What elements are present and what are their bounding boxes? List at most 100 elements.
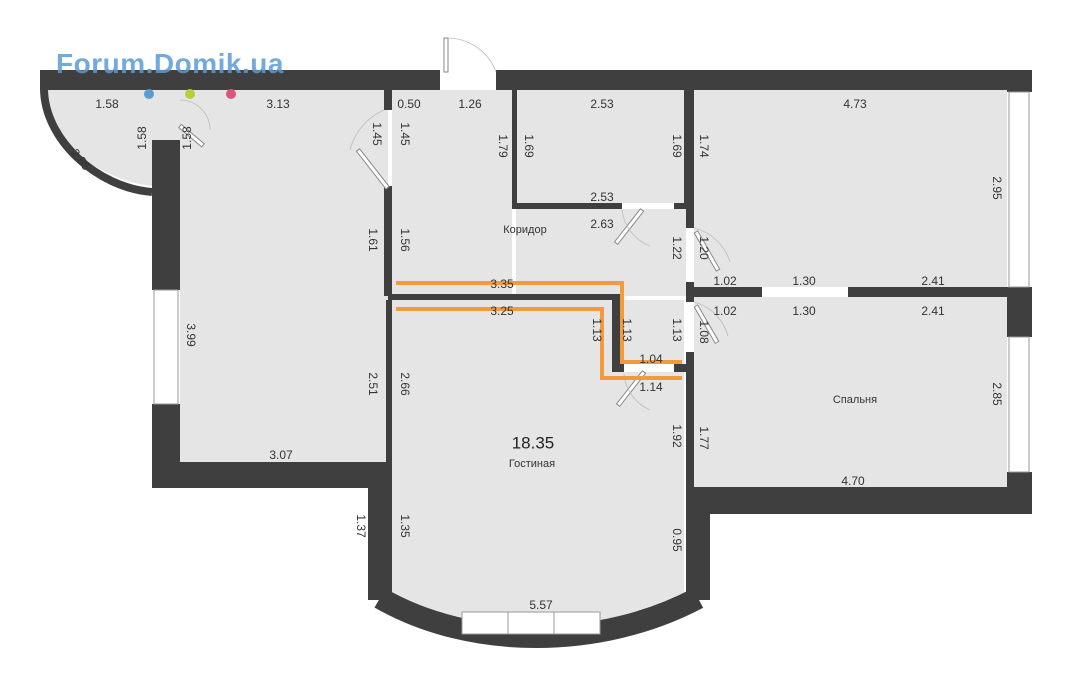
dimension-route-vert-b: 1.13 xyxy=(620,318,634,342)
route-lower xyxy=(396,307,682,380)
top-wall-right xyxy=(496,70,1032,90)
left-room-floor xyxy=(180,90,388,462)
dimension-bedroom-left: 1.77 xyxy=(697,426,711,450)
living-room-floor xyxy=(392,300,684,624)
dimension-corridor-bottom: 2.63 xyxy=(590,217,614,231)
dimension-entry-left-a: 1.45 xyxy=(370,122,384,146)
site-logo: Forum.Domik.ua xyxy=(56,48,284,79)
dimension-bedroom-bottom: 4.70 xyxy=(841,474,865,488)
balcony-arc-wall xyxy=(40,87,153,196)
right-top-room-floor xyxy=(692,90,1007,287)
left-room-door-leaf xyxy=(355,148,390,190)
dimension-corridor-left-top: 1.79 xyxy=(496,134,510,158)
bathroom-floor xyxy=(516,90,684,204)
balcony-floor xyxy=(46,90,152,186)
dimension-corridor-door-b: 1.20 xyxy=(697,236,711,260)
entry-door-gap xyxy=(440,70,496,90)
top-wall-left xyxy=(40,70,440,90)
dimension-right-top-left: 1.74 xyxy=(697,134,711,158)
left-room-right-wall-upper xyxy=(384,90,392,110)
hall-bottom-wall xyxy=(612,364,624,372)
dimension-entry-left-b: 1.45 xyxy=(398,122,412,146)
hall-vertical-wall xyxy=(612,294,622,372)
right-top-window xyxy=(1008,91,1030,288)
dimension-living-bottom: 5.57 xyxy=(529,598,553,612)
bedroom-door-arc xyxy=(693,301,729,337)
balcony-door-arc xyxy=(179,99,211,131)
dimension-labels: 1.581.582.851.583.133.991.612.513.070.50… xyxy=(68,97,1004,612)
logo-dot-blue xyxy=(144,89,154,99)
hall-living-wall xyxy=(388,294,618,300)
dimension-split-b-bottom: 1.30 xyxy=(792,304,816,318)
dimension-left-room-right-lower: 2.51 xyxy=(366,372,380,396)
bottom-wall-left xyxy=(152,462,388,488)
entry-door-leaf xyxy=(443,37,449,73)
bathroom-bottom-wall-b xyxy=(674,203,688,209)
dimension-route-upper: 3.35 xyxy=(490,277,514,291)
route-upper xyxy=(396,281,682,364)
dimension-route-lower: 3.25 xyxy=(490,304,514,318)
dimension-bath-bottom: 2.53 xyxy=(590,190,614,204)
bedroom-floor xyxy=(692,297,1007,487)
dimension-hall-bottom-b: 1.14 xyxy=(639,380,663,394)
left-room-door-arc xyxy=(349,109,385,151)
dimension-bath-top: 2.53 xyxy=(590,97,614,111)
bathroom-left-wall xyxy=(512,90,517,208)
dimension-balcony-door: 1.58 xyxy=(180,126,194,150)
left-window xyxy=(153,289,179,405)
left-room-right-wall-lower xyxy=(386,300,392,490)
right-wall-top xyxy=(1007,70,1032,92)
dimension-bedroom-door: 1.08 xyxy=(697,320,711,344)
right-room-door-leaf xyxy=(693,230,721,272)
right-wall-mid xyxy=(1007,287,1032,337)
room-label-living-area: 18.35 xyxy=(512,433,555,452)
corridor-right-wall-lower xyxy=(686,352,694,492)
dimension-route-vert-a: 1.13 xyxy=(590,318,604,342)
room-label-living: Гостиная xyxy=(509,458,555,470)
entry-door-arc xyxy=(447,37,497,73)
bottom-wall-right xyxy=(694,487,1032,514)
bathroom-door-leaf xyxy=(613,208,645,246)
room-label-bedroom: Спальня xyxy=(833,394,877,406)
dimension-right-top-top: 4.73 xyxy=(843,97,867,111)
dimension-corridor-door-a: 1.22 xyxy=(670,236,684,260)
dimension-corridor-left-mid: 1.56 xyxy=(398,228,412,252)
floors xyxy=(46,90,1007,624)
right-room-door-arc xyxy=(693,227,731,263)
bedroom-window xyxy=(1008,336,1030,473)
dimension-bath-right: 1.69 xyxy=(670,134,684,158)
doors xyxy=(178,37,731,411)
balcony-door-leaf xyxy=(178,123,205,148)
dimension-living-left-lower: 1.35 xyxy=(398,514,412,538)
left-room-right-wall-mid xyxy=(384,186,392,296)
bedroom-door-gap xyxy=(686,302,694,352)
balcony-door-floor xyxy=(152,90,180,142)
rooms-divider-wall-a xyxy=(690,287,762,297)
bathroom-door-gap xyxy=(622,203,674,209)
dimension-split-b-top: 1.30 xyxy=(792,274,816,288)
bay-window xyxy=(461,611,601,635)
hall-bottom-wall-right xyxy=(674,364,688,372)
windows xyxy=(153,91,1030,635)
dimension-entry-small: 0.50 xyxy=(397,97,421,111)
dimension-living-right-lower: 0.95 xyxy=(670,528,684,552)
logo-dot-green xyxy=(185,89,195,99)
entry-floor xyxy=(392,90,512,296)
bay-arc-wall xyxy=(374,588,704,648)
dimension-route-vert-c: 1.13 xyxy=(670,318,684,342)
dimension-balcony-top: 1.58 xyxy=(95,97,119,111)
bathroom-door-arc xyxy=(621,209,651,247)
dimension-left-room-left: 3.99 xyxy=(184,323,198,347)
dimension-left-room-top: 3.13 xyxy=(266,97,290,111)
dimension-bay-outer: 1.37 xyxy=(354,514,368,538)
left-wall-upper xyxy=(152,186,180,290)
dimension-balcony-side: 1.58 xyxy=(135,126,149,150)
living-door-gap xyxy=(624,364,674,372)
dimension-split-a-bottom: 1.02 xyxy=(713,304,737,318)
dimension-entry-door: 1.26 xyxy=(458,97,482,111)
walls xyxy=(40,70,1032,648)
bay-left-wall xyxy=(368,484,392,600)
dimension-hall-bottom-a: 1.04 xyxy=(639,352,663,366)
right-room-door-gap xyxy=(686,228,694,282)
